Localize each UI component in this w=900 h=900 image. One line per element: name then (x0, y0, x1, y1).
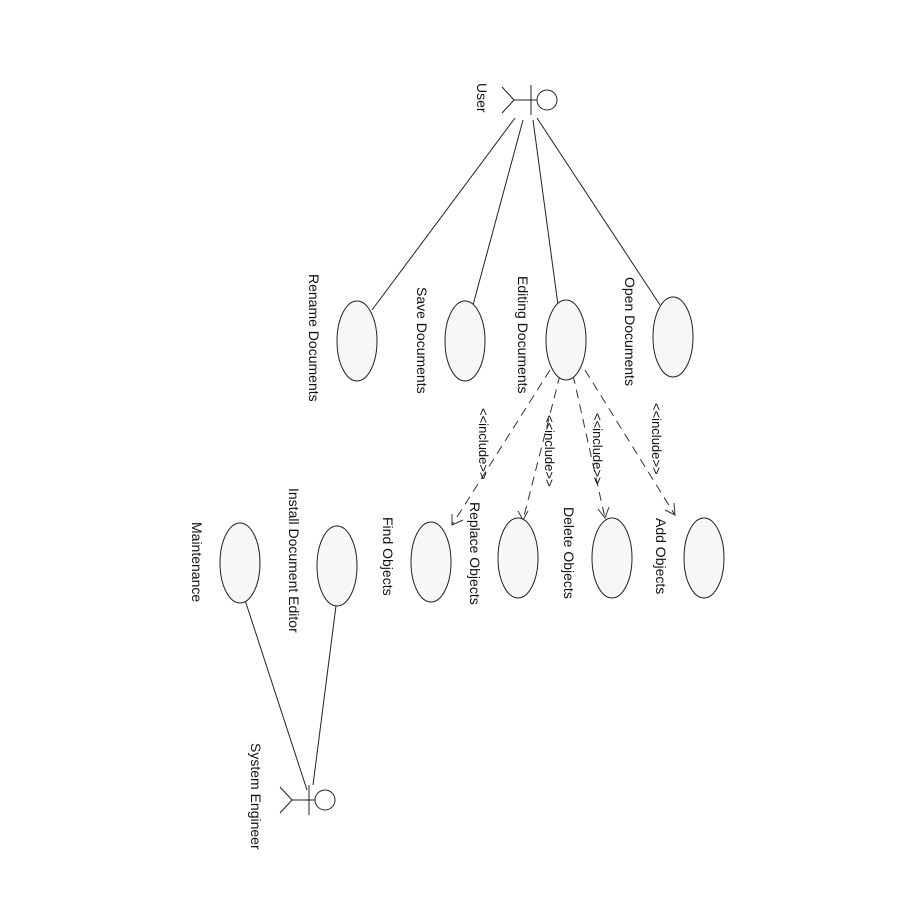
assoc-user-open (536, 117, 661, 306)
label-editing-documents: Editing Documents (515, 276, 531, 394)
use-case-rename-documents[interactable] (336, 300, 378, 382)
include-arrow-find (451, 514, 464, 526)
use-case-open-documents[interactable] (652, 296, 694, 378)
use-case-install-document-editor[interactable] (316, 525, 358, 607)
use-case-delete-objects[interactable] (591, 517, 633, 599)
assoc-engineer-maintenance (244, 599, 308, 791)
label-delete-objects: Delete Objects (561, 507, 577, 599)
include-label-add: <<include>> (649, 403, 664, 475)
label-replace-objects: Replace Objects (467, 502, 483, 605)
use-case-find-objects[interactable] (410, 521, 452, 603)
assoc-user-save (472, 119, 524, 306)
label-add-objects: Add Objects (653, 518, 669, 594)
use-case-maintenance[interactable] (219, 522, 261, 604)
use-case-add-objects[interactable] (683, 517, 725, 599)
label-maintenance: Maintenance (189, 522, 205, 602)
assoc-engineer-install (312, 597, 338, 786)
actor-label-system-engineer: System Engineer (248, 743, 264, 850)
include-editing-find (451, 369, 551, 526)
assoc-user-editing (532, 119, 559, 306)
include-label-replace: <<include>> (542, 415, 557, 487)
include-label-find: <<include>> (476, 408, 491, 480)
include-editing-delete (572, 374, 606, 519)
include-arrow-add (664, 502, 676, 516)
actor-label-user: User (474, 83, 490, 113)
label-rename-documents: Rename Documents (306, 274, 322, 402)
include-editing-replace (522, 374, 561, 521)
label-find-objects: Find Objects (380, 517, 396, 596)
label-install-document-editor: Install Document Editor (286, 488, 302, 633)
include-label-delete: <<include>> (590, 413, 605, 485)
use-case-editing-documents[interactable] (545, 299, 587, 381)
label-open-documents: Open Documents (622, 277, 638, 386)
use-case-save-documents[interactable] (444, 300, 486, 382)
include-editing-add (584, 369, 676, 516)
include-arrow-delete (597, 506, 610, 520)
use-case-replace-objects[interactable] (497, 517, 539, 599)
user-actor-icon[interactable] (501, 85, 558, 115)
system-engineer-actor-icon[interactable] (279, 785, 336, 815)
assoc-user-rename (371, 117, 516, 311)
label-save-documents: Save Documents (414, 287, 430, 394)
